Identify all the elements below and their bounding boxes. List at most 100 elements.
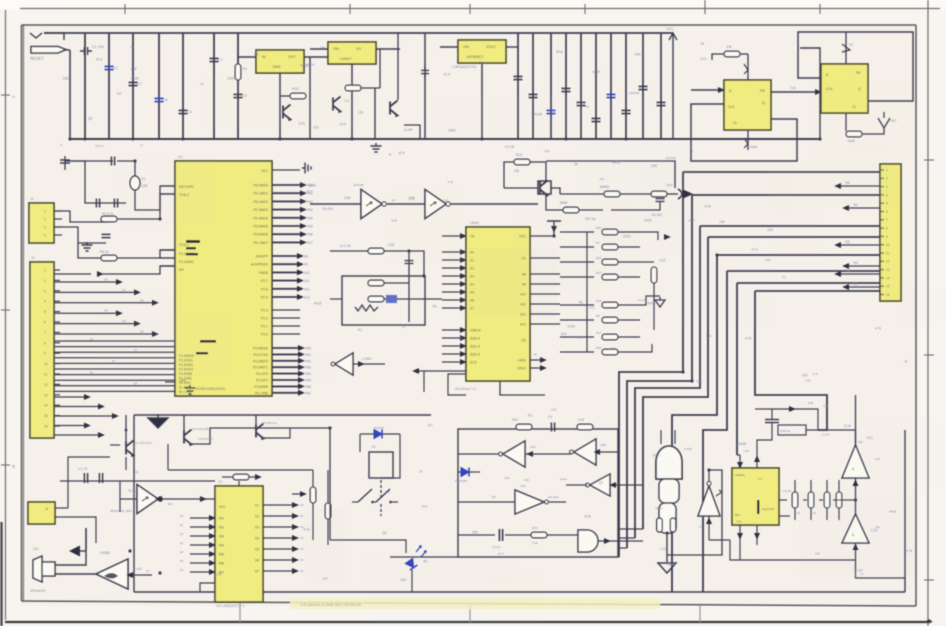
svg-text:b6: b6 [90,370,94,374]
svg-text:VSS: VSS [179,379,187,383]
svg-text:5.1k: 5.1k [304,528,311,532]
svg-text:P2.6: P2.6 [261,287,268,291]
svg-text:4.7k: 4.7k [875,327,882,331]
svg-text:s2: s2 [146,569,149,573]
svg-text:EA/VPP: EA/VPP [256,255,269,259]
svg-text:R25: R25 [596,299,602,303]
svg-text:10k: 10k [726,45,732,49]
svg-text:24F Da: 24F Da [585,217,596,221]
svg-text:5.1k: 5.1k [299,122,306,126]
svg-text:C4: C4 [386,490,390,494]
svg-text:P3.5/T1: P3.5/T1 [256,379,268,383]
svg-text:C22: C22 [544,149,550,153]
svg-text:P1.6/2B0: P1.6/2B0 [179,372,192,376]
svg-text:11: 11 [886,251,890,255]
svg-text:7: 7 [886,218,888,222]
svg-text:22pF: 22pF [63,77,71,81]
svg-text:IN4148: IN4148 [374,426,384,430]
svg-text:A8: A8 [522,273,526,277]
svg-text:P1.4/OD2: P1.4/OD2 [179,363,193,367]
svg-text:330: 330 [802,374,808,378]
svg-text:PA2: PA2 [307,200,313,204]
svg-text:ali: ali [392,198,395,202]
svg-text:C22: C22 [659,258,666,262]
svg-text:Ts3: Ts3 [853,261,858,265]
svg-text:T6: T6 [700,42,704,46]
svg-text:1k: 1k [388,152,392,156]
svg-text:330: 330 [767,228,773,232]
svg-text:11 d: 11 d [409,197,415,201]
svg-text:2: 2 [44,279,46,283]
svg-text:LBD0: LBD0 [518,359,526,363]
svg-text:AQ0-A: AQ0-A [470,337,481,341]
svg-text:K1: K1 [300,514,304,518]
svg-text:R37: R37 [596,271,602,275]
svg-text:10k: 10k [696,380,702,384]
svg-text:GL.4/R1: GL.4/R1 [179,381,191,385]
svg-text:RESET: RESET [30,56,44,61]
svg-text:4: 4 [44,300,46,304]
svg-text:C7: C7 [218,58,223,62]
svg-text:4 C.W: 4 C.W [505,145,515,149]
svg-text:A: A [852,467,855,471]
svg-text:G7: G7 [860,572,864,576]
svg-text:K4: K4 [300,547,304,551]
svg-text:4-RC2a: 4-RC2a [780,429,790,433]
svg-text:3: 3 [44,289,46,293]
svg-text:X2: X2 [849,43,853,47]
svg-text:C8 0.1: C8 0.1 [95,144,104,148]
svg-text:R1: R1 [423,559,428,563]
svg-text:A0: A0 [470,251,474,255]
svg-text:10k: 10k [719,220,725,224]
svg-text:RST/VPD: RST/VPD [179,185,194,189]
svg-text:Q4 xPFC021: Q4 xPFC021 [134,441,152,445]
svg-text:7: 7 [44,331,46,335]
svg-text:Ts4: Ts4 [845,269,850,273]
svg-text:LS1: LS1 [33,547,39,551]
svg-text:R0: R0 [596,314,600,318]
svg-text:VOUT: VOUT [486,45,497,49]
svg-text:P1.7/2B1: P1.7/2B1 [179,377,192,381]
svg-text:b3: b3 [180,541,184,545]
svg-text:104: 104 [561,332,567,336]
svg-text:CLK: CLK [728,105,735,109]
svg-text:P0.2/AD2: P0.2/AD2 [253,200,268,204]
svg-text:PB1: PB1 [305,353,311,357]
svg-text:VO: VO [356,47,361,51]
svg-text:O6: O6 [255,559,259,563]
svg-text:10k: 10k [858,440,863,444]
svg-text:GND: GND [567,325,575,329]
svg-text:GND: GND [667,562,675,566]
svg-text:P1.2/MOD: P1.2/MOD [179,354,195,358]
svg-text:SPEAKER_DRV: SPEAKER_DRV [110,509,132,513]
svg-text:U6C: U6C [520,484,527,488]
svg-text:Ts1: Ts1 [853,203,858,207]
svg-text:P3.3/INT1: P3.3/INT1 [253,366,268,370]
svg-text:C9: C9 [548,415,552,419]
svg-text:INT: INT [179,268,184,272]
svg-text:P3.0/RXD: P3.0/RXD [253,347,269,351]
svg-text:PA3: PA3 [307,208,313,212]
svg-text:PB6: PB6 [305,385,311,389]
svg-text:Y1: Y1 [141,177,145,181]
svg-text:C22: C22 [551,408,557,412]
svg-text:R1: R1 [433,304,438,308]
svg-text:1: 1 [886,168,888,172]
svg-text:1: 1 [44,210,46,214]
svg-text:U4B: U4B [408,196,415,200]
svg-text:10k: 10k [514,169,520,173]
svg-text:4.7k: 4.7k [812,372,818,376]
svg-text:1N4148: 1N4148 [353,183,364,187]
svg-text:4-8: 4-8 [823,404,828,408]
svg-text:ALE/PROG: ALE/PROG [251,263,269,267]
svg-text:10k: 10k [320,45,325,49]
svg-text:12: 12 [886,260,890,264]
svg-text:22pF: 22pF [666,183,673,187]
svg-text:10: 10 [44,362,48,366]
svg-text:PA1: PA1 [307,192,313,196]
svg-text:A13: A13 [520,323,526,327]
svg-text:R32: R32 [596,226,602,230]
svg-text:J3: J3 [31,256,35,260]
svg-text:4N35: 4N35 [131,77,139,81]
svg-text:12: 12 [44,383,48,387]
